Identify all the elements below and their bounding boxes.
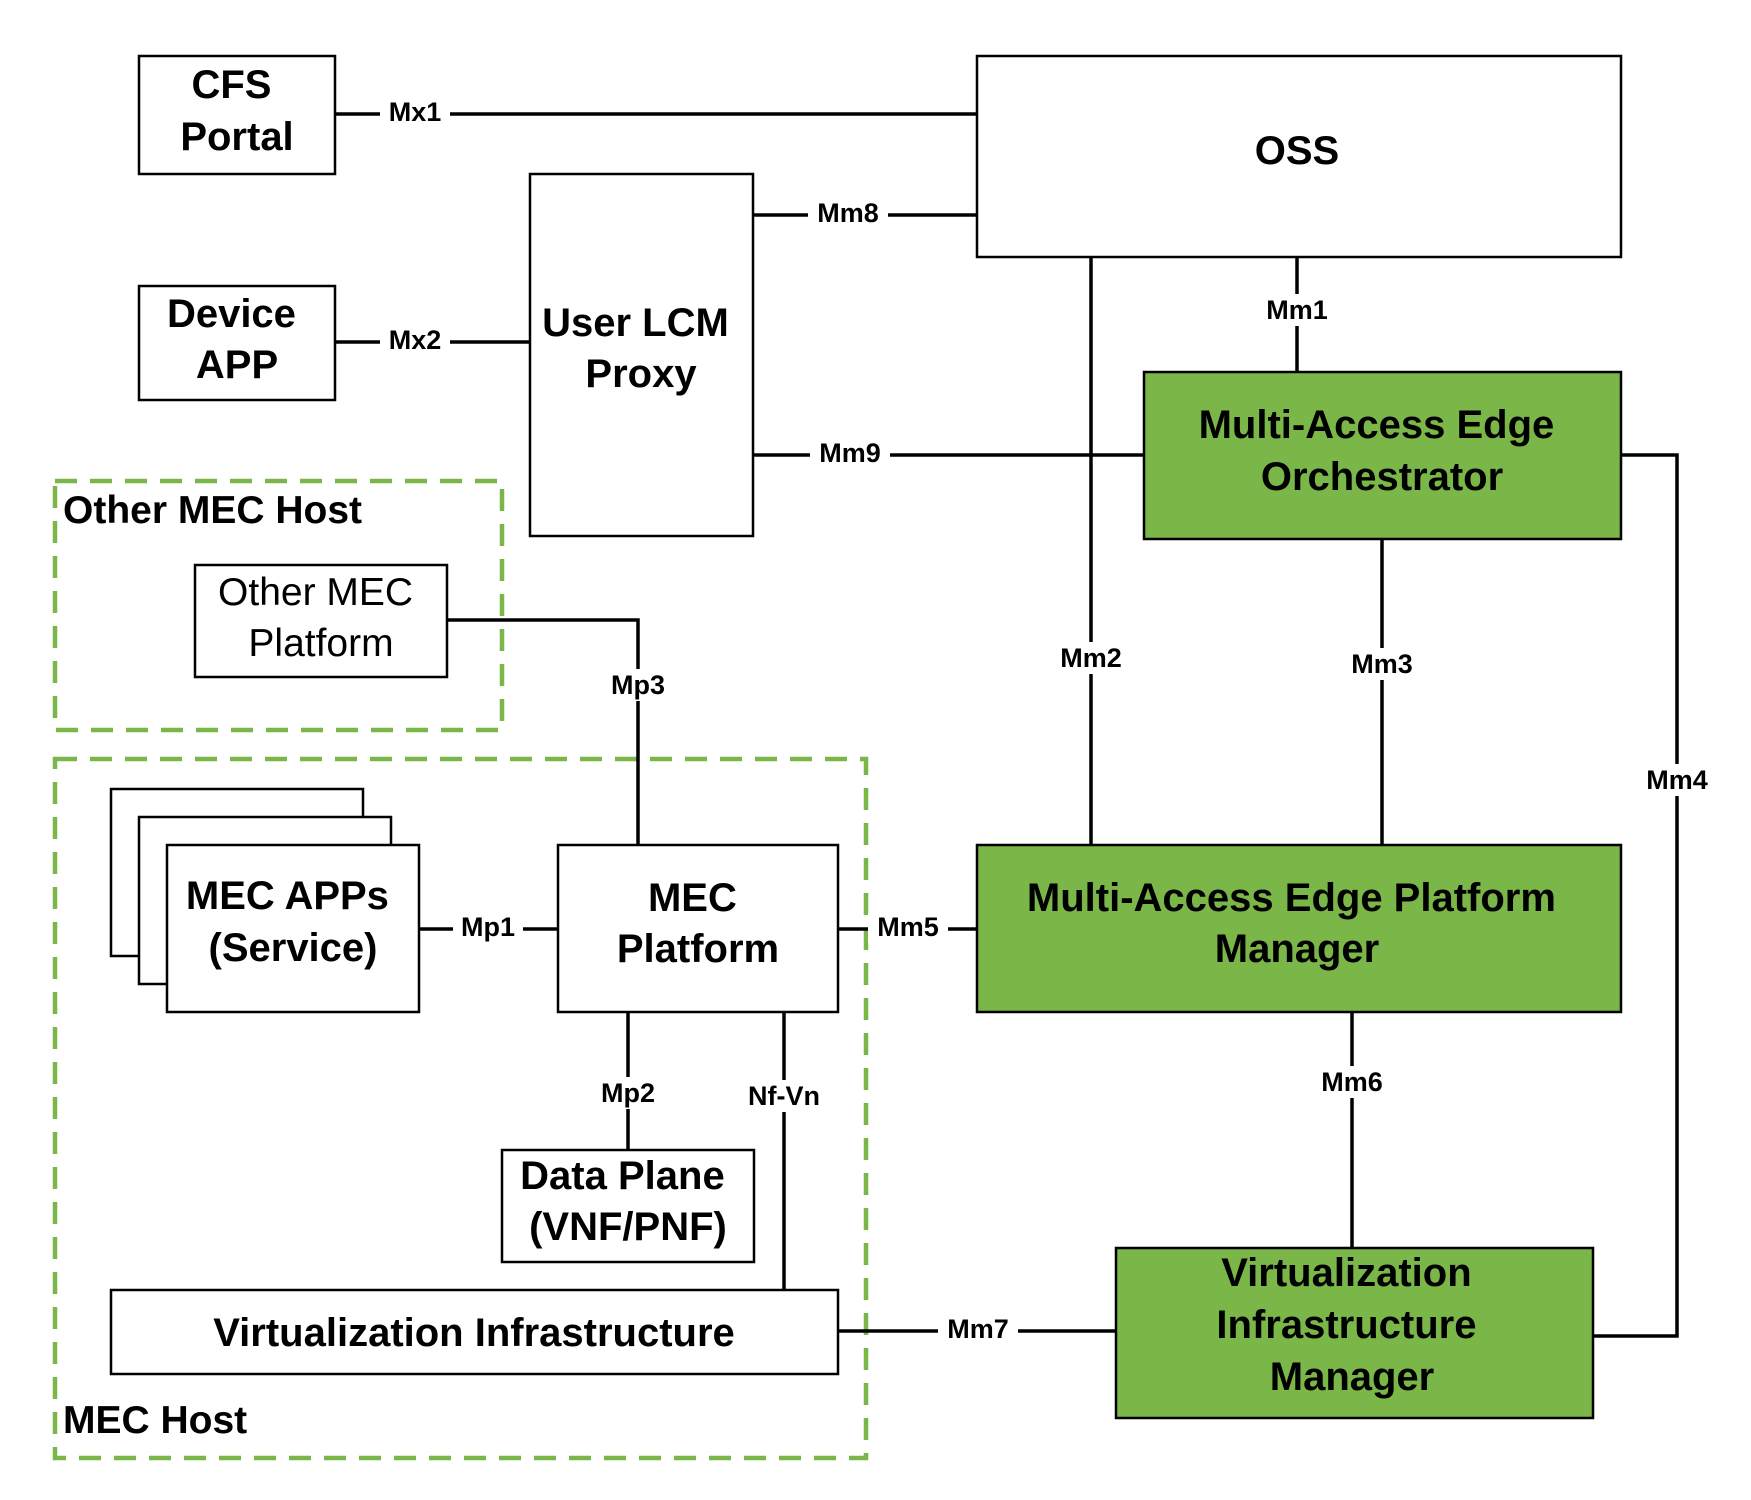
label-mm6: Mm6 [1321, 1067, 1383, 1097]
label-mp1: Mp1 [461, 912, 515, 942]
vim-label: Virtualization Infrastructure Manager [1216, 1251, 1487, 1399]
mepm-box [975, 843, 1623, 1014]
other-mec-host-label: Other MEC Host [63, 489, 362, 532]
mec-host-label: MEC Host [63, 1399, 247, 1442]
meo-label: Multi-Access Edge Orchestrator [1199, 403, 1566, 499]
data-plane-box [500, 1148, 756, 1264]
other-mec-host-group [52, 478, 505, 733]
other-mec-platform-box [193, 563, 449, 679]
label-mm5: Mm5 [877, 912, 939, 942]
mepm-label: Multi-Access Edge Platform Manager [1027, 876, 1567, 971]
link-mm4 [1593, 453, 1679, 1338]
link-labels: Mx1 Mx2 Mm8 Mm9 Mm1 Mm2 Mm3 Mm4 Mm5 Mm6 … [380, 97, 1717, 1345]
device-app-box [137, 284, 337, 402]
mec-apps-label: MEC APPs (Service) [186, 874, 400, 970]
mec-host-group [52, 756, 869, 1461]
label-mm2: Mm2 [1060, 643, 1122, 673]
label-mm4: Mm4 [1646, 765, 1708, 795]
label-mm7: Mm7 [947, 1314, 1009, 1344]
user-lcm-proxy-box [528, 172, 755, 538]
mec-apps-box [165, 843, 421, 1014]
label-mx1: Mx1 [389, 97, 442, 127]
label-mm1: Mm1 [1266, 295, 1328, 325]
mec-platform-box [556, 843, 840, 1014]
other-mec-platform-label: Other MEC Platform [218, 571, 424, 665]
label-mm9: Mm9 [819, 438, 881, 468]
label-mx2: Mx2 [389, 325, 442, 355]
meo-box [1142, 370, 1623, 541]
label-mp3: Mp3 [611, 670, 665, 700]
label-nf-vn: Nf-Vn [748, 1081, 820, 1111]
virtualization-infrastructure-box [109, 1288, 840, 1376]
mec-platform-label: MEC Platform [617, 876, 779, 971]
oss-box [975, 54, 1623, 259]
oss-label: OSS [1255, 129, 1339, 173]
label-mm3: Mm3 [1351, 649, 1413, 679]
data-plane-label: Data Plane (VNF/PNF) [520, 1154, 736, 1249]
device-app-label: Device APP [167, 292, 307, 387]
label-mm8: Mm8 [817, 198, 879, 228]
cfs-portal-label: CFS Portal [180, 63, 293, 159]
user-lcm-proxy-label: User LCM Proxy [542, 301, 740, 396]
link-mp3 [447, 618, 640, 845]
virtualization-infrastructure-label: Virtualization Infrastructure [213, 1311, 735, 1355]
label-mp2: Mp2 [601, 1078, 655, 1108]
vim-box [1114, 1246, 1595, 1420]
cfs-portal-box [137, 54, 337, 176]
